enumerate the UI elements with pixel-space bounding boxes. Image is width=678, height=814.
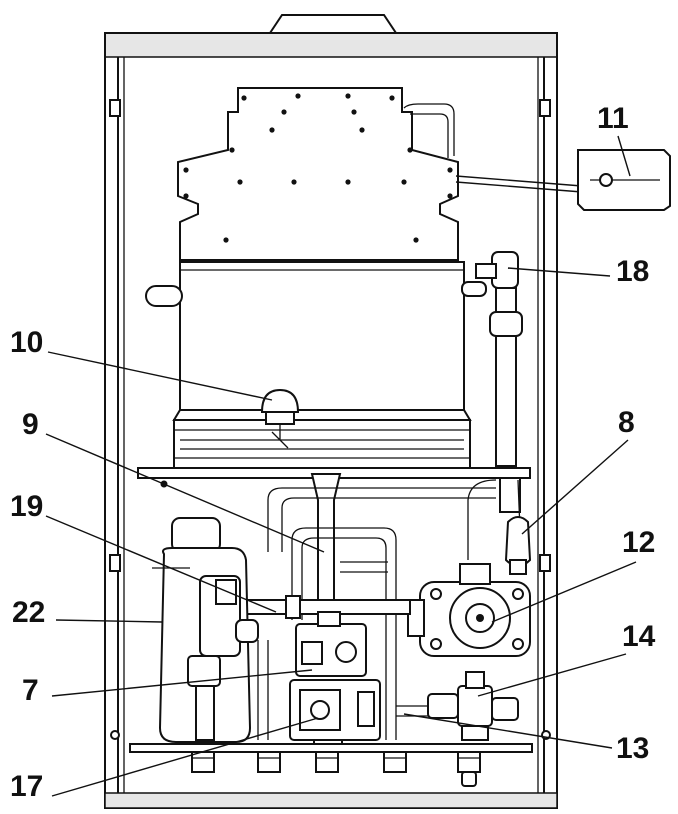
bottom-manifold bbox=[129, 743, 533, 787]
gas-valve bbox=[289, 611, 381, 751]
callout-17: 17 bbox=[10, 770, 43, 803]
circulation-pump bbox=[407, 563, 531, 657]
cabinet-frame bbox=[104, 14, 558, 809]
leader-12 bbox=[491, 561, 637, 623]
callout-8: 8 bbox=[618, 406, 635, 439]
heat-exchanger bbox=[177, 87, 459, 261]
combustion-chamber bbox=[145, 261, 487, 421]
leader-10 bbox=[47, 351, 273, 401]
exchanger-bolts bbox=[183, 93, 453, 243]
leader-17 bbox=[51, 717, 319, 797]
callout-18: 18 bbox=[616, 255, 649, 288]
leader-18 bbox=[507, 267, 611, 277]
callout-10: 10 bbox=[10, 326, 43, 359]
leader-9 bbox=[45, 433, 325, 553]
right-riser bbox=[467, 251, 523, 560]
callout-7: 7 bbox=[22, 674, 39, 707]
piping bbox=[239, 487, 496, 740]
callout-19: 19 bbox=[10, 490, 43, 523]
leader-19 bbox=[45, 515, 277, 613]
leader-11 bbox=[617, 135, 631, 177]
leader-22 bbox=[55, 619, 163, 623]
callout-9: 9 bbox=[22, 408, 39, 441]
callout-22: 22 bbox=[12, 596, 45, 629]
leader-7 bbox=[51, 669, 313, 697]
temperature-gauge bbox=[455, 149, 671, 211]
purge-valve bbox=[504, 516, 532, 575]
expansion-vessel bbox=[152, 517, 259, 743]
callout-14: 14 bbox=[622, 620, 656, 653]
callout-11: 11 bbox=[597, 102, 629, 135]
callout-13: 13 bbox=[616, 732, 649, 765]
leader-13 bbox=[403, 713, 613, 749]
callout-labels: 11 18 10 9 8 19 12 22 14 7 13 17 bbox=[10, 102, 656, 803]
callout-12: 12 bbox=[622, 526, 655, 559]
leader-14 bbox=[477, 653, 627, 697]
leader-lines bbox=[45, 135, 637, 797]
burner bbox=[173, 388, 471, 469]
leader-8 bbox=[521, 439, 629, 535]
